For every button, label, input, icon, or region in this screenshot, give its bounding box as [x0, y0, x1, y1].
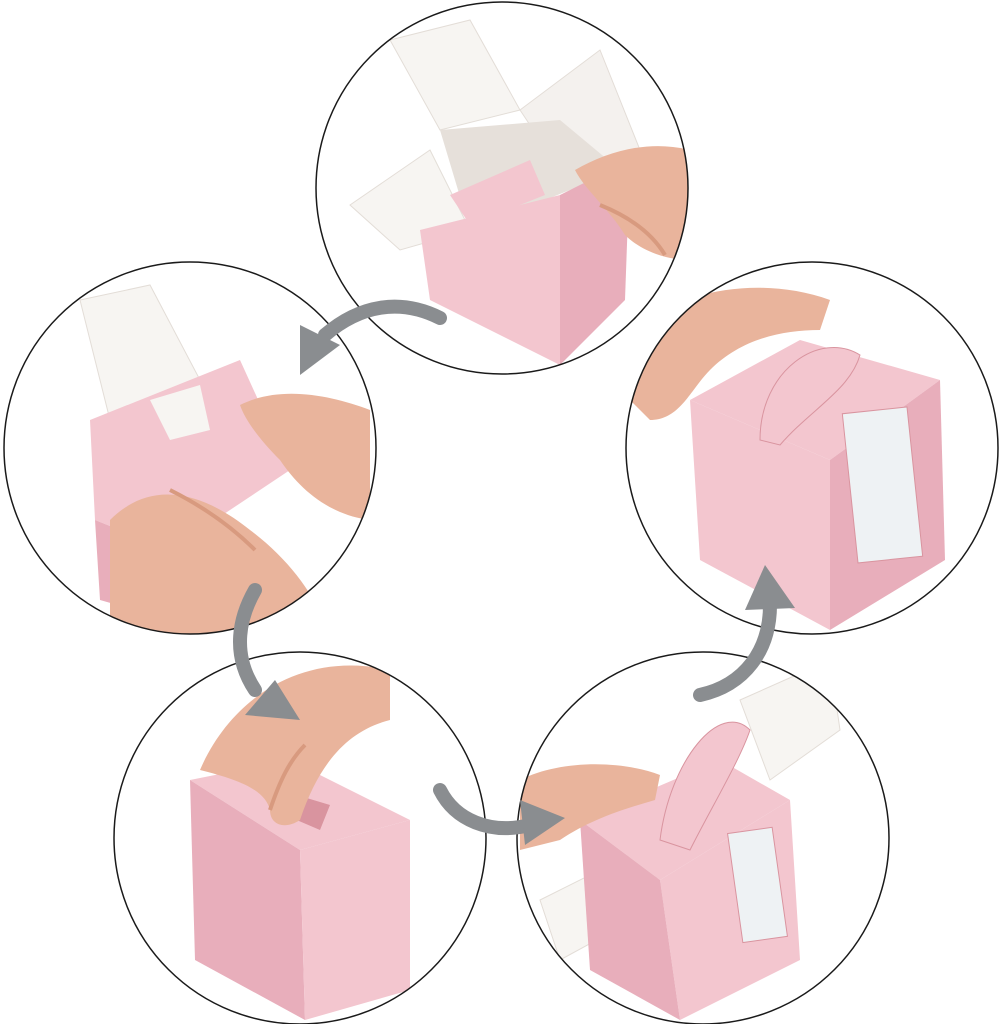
step-4-photo	[516, 651, 890, 1024]
curved-arrow-icon	[693, 565, 795, 702]
box-side-front	[420, 195, 560, 365]
curved-arrow-icon	[233, 583, 300, 720]
box-window	[841, 406, 924, 564]
hand	[200, 665, 390, 826]
step-1-photo	[315, 1, 689, 375]
curved-arrow-icon	[433, 783, 565, 845]
step-2-photo	[3, 261, 377, 635]
box-handle	[759, 347, 861, 446]
hand	[630, 287, 830, 420]
step-3-photo	[113, 651, 487, 1024]
hand	[575, 146, 688, 260]
box-side-front	[690, 400, 830, 630]
box-side-right	[300, 820, 410, 1020]
hand	[520, 764, 660, 850]
box-side-left	[580, 820, 680, 1020]
box-tab	[450, 160, 545, 225]
hand	[110, 494, 330, 634]
box-handle	[659, 721, 751, 851]
box-window	[726, 826, 788, 944]
box-slot	[150, 385, 210, 440]
step-5-photo	[625, 261, 999, 635]
box-side-left	[190, 780, 305, 1020]
curved-arrow-icon	[300, 299, 447, 375]
hand	[240, 393, 370, 520]
